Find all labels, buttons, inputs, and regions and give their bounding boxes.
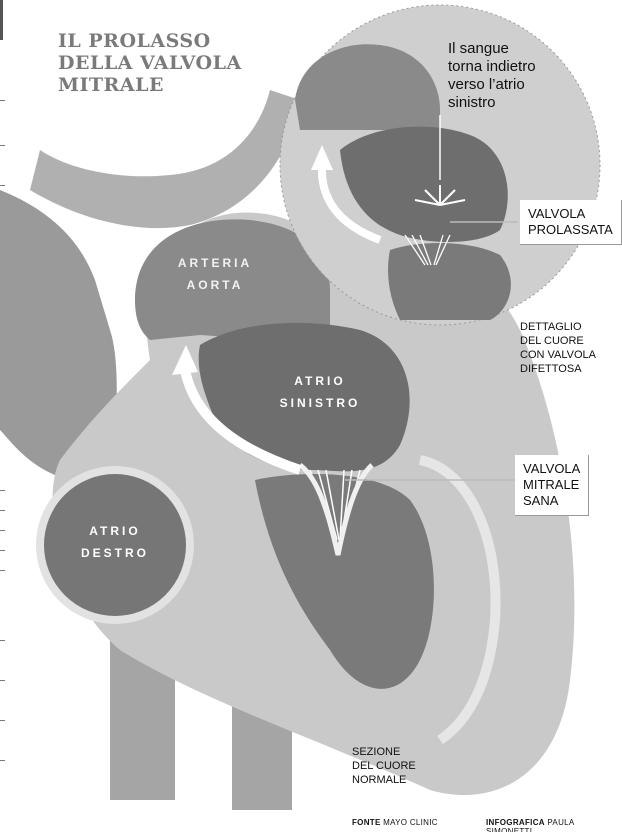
source-value: MAYO CLINIC (383, 818, 438, 827)
left-atrium-label: ATRIO SINISTRO (265, 370, 375, 414)
scan-edge (0, 0, 3, 40)
source-label: FONTE (352, 818, 381, 827)
graphic-credit: INFOGRAFICA PAULA SIMONETTI (486, 818, 622, 832)
right-atrium-label: ATRIO DESTRO (65, 520, 165, 564)
blood-backflow-callout: Il sangue torna indietro verso l’atrio s… (448, 40, 536, 112)
healthy-valve-label: VALVOLA MITRALE SANA (515, 455, 589, 516)
infographic-title: IL PROLASSO DELLA VALVOLA MITRALE (58, 30, 242, 96)
source-credit: FONTE MAYO CLINIC (352, 818, 438, 827)
section-caption: SEZIONE DEL CUORE NORMALE (352, 745, 416, 787)
detail-caption: DETTAGLIO DEL CUORE CON VALVOLA DIFETTOS… (520, 320, 596, 376)
aorta-label: ARTERIA AORTA (160, 252, 270, 296)
great-vessel (30, 90, 300, 228)
graphic-label: INFOGRAFICA (486, 818, 545, 827)
prolapsed-valve-label: VALVOLA PROLASSATA (520, 200, 622, 245)
detail-ventricle (388, 243, 511, 320)
